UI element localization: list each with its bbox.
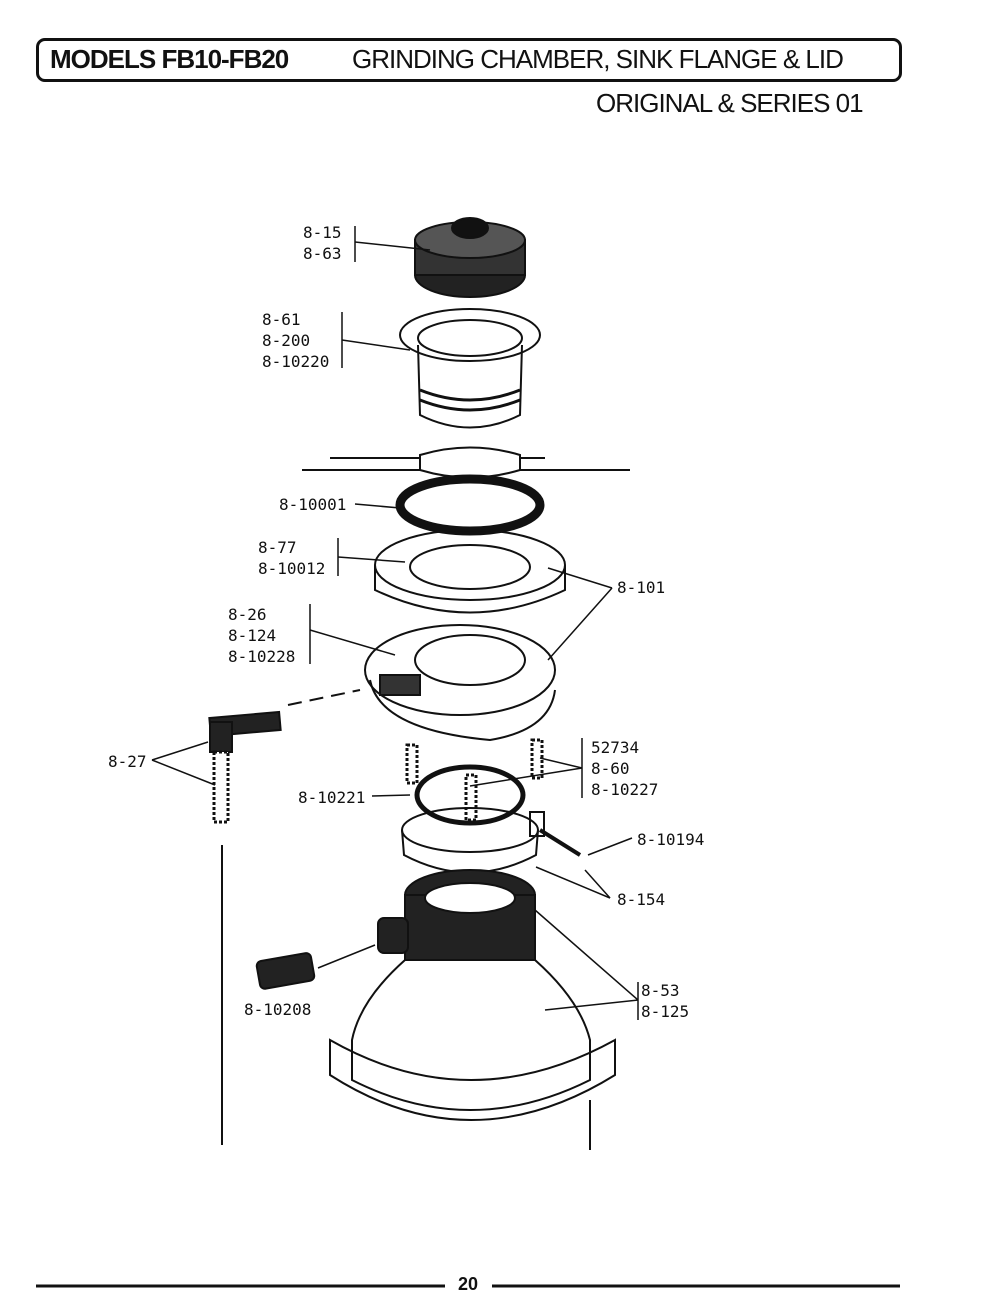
callout-o-ring: 8-10221 <box>298 788 366 807</box>
mount-plate-drawing <box>364 624 556 742</box>
callout-plug: 8-10208 <box>244 1000 312 1019</box>
page-subtitle: ORIGINAL & SERIES 01 <box>596 88 864 118</box>
callout-clamp: 8-154 <box>617 890 666 909</box>
clamp-drawing <box>401 807 582 874</box>
title-frame <box>36 38 902 82</box>
mount-tool-drawing <box>208 689 361 1145</box>
callout-tool: 8-27 <box>108 752 147 771</box>
sink-surface-drawing <box>302 446 630 479</box>
gasket-drawing <box>395 474 545 536</box>
grinding-chamber-drawing <box>255 869 616 1150</box>
page-number: 20 <box>458 1274 479 1294</box>
page-title: GRINDING CHAMBER, SINK FLANGE & LID <box>352 44 844 74</box>
models-label: MODELS FB10-FB20 <box>50 44 289 74</box>
studs-drawing <box>405 738 544 822</box>
sink-flange-drawing <box>399 308 541 429</box>
callout-gasket: 8-10001 <box>279 495 347 514</box>
mount-ring-drawing <box>374 529 566 614</box>
lid-drawing <box>414 217 526 298</box>
o-ring-drawing <box>414 764 526 826</box>
callout-clamp-screw: 8-10194 <box>637 830 705 849</box>
leader-lines <box>151 226 639 1020</box>
callout-ring-screws: 8-101 <box>617 578 666 597</box>
